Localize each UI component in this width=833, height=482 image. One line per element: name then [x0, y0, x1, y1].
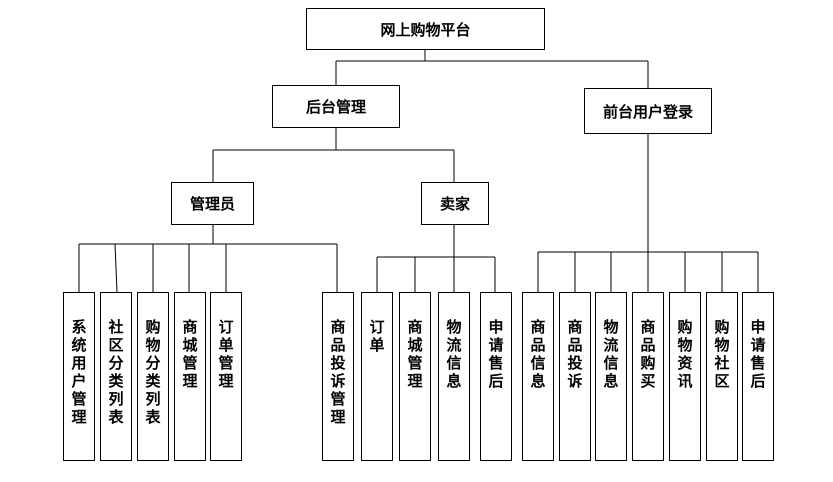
frontend-child-label: 购物资讯 — [675, 319, 694, 391]
admin-child-node: 商城管理 — [174, 292, 206, 461]
seller-node: 卖家 — [421, 182, 489, 225]
admin-child-label: 订单管理 — [216, 319, 235, 391]
frontend-child-node: 物流信息 — [595, 292, 627, 461]
seller-child-node: 商城管理 — [399, 292, 431, 461]
frontend-child-label: 商品购买 — [638, 319, 657, 391]
frontend-child-node: 购物社区 — [706, 292, 738, 461]
admin-child-node: 社区分类列表 — [100, 292, 132, 461]
frontend-node: 前台用户登录 — [584, 88, 712, 134]
frontend-child-label: 物流信息 — [601, 319, 620, 391]
frontend-child-node: 申请售后 — [742, 292, 774, 461]
backend-node: 后台管理 — [272, 85, 400, 128]
admin-node: 管理员 — [171, 182, 254, 225]
seller-child-label: 申请售后 — [486, 319, 505, 391]
root-node: 网上购物平台 — [306, 8, 545, 50]
admin-child-node: 系统用户管理 — [63, 292, 95, 461]
frontend-child-node: 商品购买 — [632, 292, 664, 461]
admin-child-label: 社区分类列表 — [106, 319, 125, 427]
admin-child-node: 商品投诉管理 — [322, 292, 354, 461]
frontend-child-label: 申请售后 — [748, 319, 767, 391]
admin-label: 管理员 — [189, 195, 235, 213]
seller-child-label: 订单 — [367, 319, 386, 355]
admin-child-node: 订单管理 — [210, 292, 242, 461]
frontend-child-label: 购物社区 — [712, 319, 731, 391]
seller-child-node: 订单 — [361, 292, 393, 461]
admin-child-node: 购物分类列表 — [137, 292, 169, 461]
backend-label: 后台管理 — [305, 98, 366, 116]
admin-child-label: 商品投诉管理 — [328, 319, 347, 427]
frontend-child-node: 商品信息 — [522, 292, 554, 461]
frontend-child-label: 商品信息 — [528, 319, 547, 391]
root-label: 网上购物平台 — [380, 20, 471, 39]
seller-child-label: 商城管理 — [405, 319, 424, 391]
frontend-child-node: 商品投诉 — [559, 292, 591, 461]
seller-child-node: 申请售后 — [480, 292, 512, 461]
seller-child-label: 物流信息 — [444, 319, 463, 391]
frontend-child-node: 购物资讯 — [669, 292, 701, 461]
admin-child-label: 购物分类列表 — [143, 319, 162, 427]
frontend-label: 前台用户登录 — [602, 102, 693, 121]
seller-child-node: 物流信息 — [438, 292, 470, 461]
frontend-child-label: 商品投诉 — [565, 319, 584, 391]
seller-label: 卖家 — [439, 195, 470, 213]
admin-child-label: 系统用户管理 — [69, 319, 88, 427]
admin-child-label: 商城管理 — [180, 319, 199, 391]
